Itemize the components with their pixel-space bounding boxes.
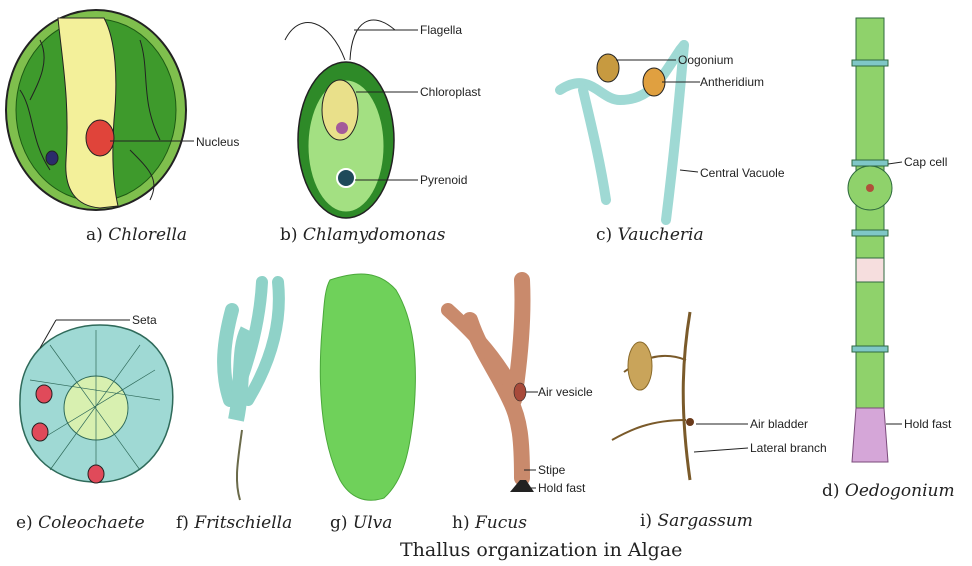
fucus-caption: h) Fucus <box>452 513 527 533</box>
oogonium-label: Oogonium <box>678 53 733 67</box>
fritschiella-caption: f) Fritschiella <box>176 513 292 533</box>
vaucheria-illustration <box>560 45 684 220</box>
chlorella-caption: a) Chlorella <box>86 225 187 245</box>
fritschiella-illustration <box>224 282 279 500</box>
sargassum-illustration <box>612 312 694 480</box>
air-vesicle-label: Air vesicle <box>538 385 593 399</box>
oedogonium-hold-fast-label: Hold fast <box>904 417 952 431</box>
chlamydomonas-caption: b) Chlamydomonas <box>280 225 446 245</box>
figure-title: Thallus organization in Algae <box>400 539 682 561</box>
coleochaete-illustration <box>20 325 173 483</box>
antheridium-label: Antheridium <box>700 75 764 89</box>
vaucheria-caption: c) Vaucheria <box>596 225 704 245</box>
central-vacuole-label: Central Vacuole <box>700 166 785 180</box>
flagella-label: Flagella <box>420 23 462 37</box>
stipe-label: Stipe <box>538 463 566 477</box>
nucleus-label: Nucleus <box>196 135 239 149</box>
seta-label: Seta <box>132 313 157 327</box>
air-bladder-label: Air bladder <box>750 417 808 431</box>
chlorella-illustration <box>6 10 186 210</box>
coleochaete-caption: e) Coleochaete <box>16 513 145 533</box>
sargassum-caption: i) Sargassum <box>640 511 753 531</box>
ulva-caption: g) Ulva <box>330 513 392 533</box>
fucus-hold-fast-label: Hold fast <box>538 481 586 495</box>
fucus-illustration <box>448 280 534 492</box>
ulva-illustration <box>320 274 415 500</box>
pyrenoid-label: Pyrenoid <box>420 173 467 187</box>
cap-cell-label: Cap cell <box>904 155 947 169</box>
oedogonium-illustration <box>848 18 892 462</box>
chloroplast-label: Chloroplast <box>420 85 481 99</box>
lateral-branch-label: Lateral branch <box>750 441 827 455</box>
oedogonium-caption: d) Oedogonium <box>822 481 955 501</box>
chlamydomonas-illustration <box>285 20 395 218</box>
